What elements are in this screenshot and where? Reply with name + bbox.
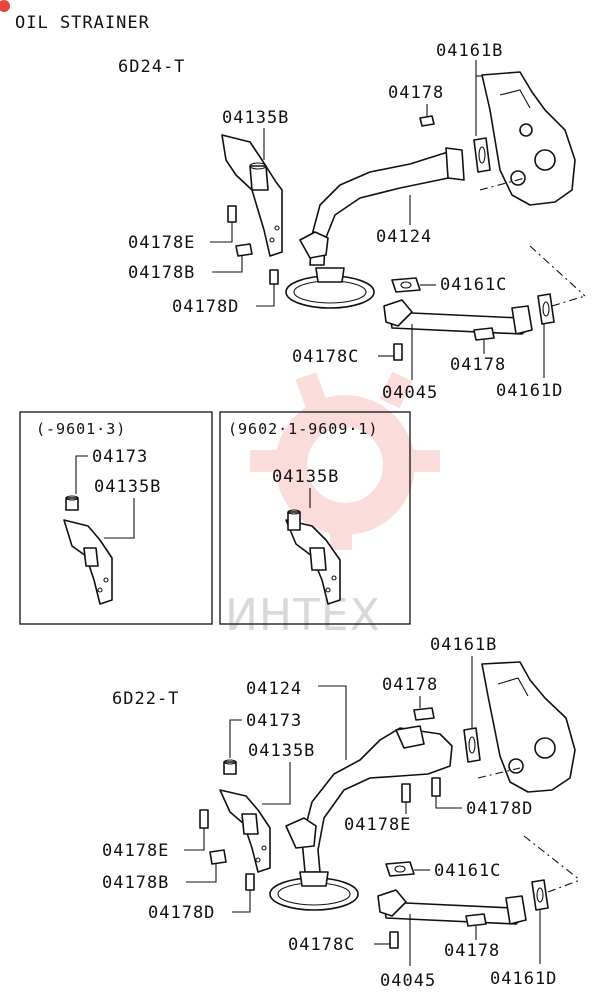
section-6d24t: 6D24-T 04161B 04178 04124 0413 <box>118 41 586 403</box>
bolt-04178c-bottom <box>389 931 399 949</box>
suction-pipe-04045-bottom <box>383 901 525 925</box>
bolt-04178-pipe-top <box>473 327 495 341</box>
label-04178b-bottom: 04178B <box>102 873 169 893</box>
model-label-6d24t: 6D24-T <box>118 57 185 77</box>
label-04178e-bottom: 04178E <box>102 841 169 861</box>
inset-box-right <box>219 411 411 625</box>
inset-left-range: (-9601·3) <box>36 420 126 438</box>
label-04178-pipe-top: 04178 <box>450 355 506 375</box>
label-04135b-inset-left: 04135B <box>94 477 161 497</box>
label-04178c-top: 04178C <box>292 347 359 367</box>
suction-pipe-04045-top <box>389 311 531 335</box>
watermark-text: ИНТЕХ <box>225 590 381 641</box>
inset-right-range: (9602·1-9609·1) <box>228 420 378 438</box>
inset-left: (-9601·3) 04173 04135B <box>36 420 161 605</box>
model-label-6d22t: 6D22-T <box>112 689 179 709</box>
bolt-04178-top <box>419 115 435 127</box>
label-04178e-top: 04178E <box>128 233 195 253</box>
gasket-04161b <box>473 137 491 173</box>
label-04135b-bottom: 04135B <box>248 741 315 761</box>
label-04161d-top: 04161D <box>496 381 563 401</box>
label-04161c-top: 04161C <box>440 275 507 295</box>
gasket-04161c-top <box>391 277 421 293</box>
cap-04173-bottom <box>223 761 237 775</box>
label-04173-bottom: 04173 <box>246 711 302 731</box>
inset-right: (9602·1-9609·1) 04135B <box>228 420 378 605</box>
label-04135b-inset-right: 04135B <box>272 467 339 487</box>
bolt-04178e-bottom <box>199 809 209 829</box>
bolt-04178b-bottom <box>209 849 227 865</box>
strainer-pipe-bottom <box>301 727 453 873</box>
label-04178e-mid-bottom: 04178E <box>344 815 411 835</box>
bolt-04178-pipe-bottom <box>465 913 487 927</box>
label-04135b-top: 04135B <box>222 108 289 128</box>
label-04178d-top: 04178D <box>172 297 239 317</box>
label-04124-bottom: 04124 <box>246 679 302 699</box>
label-04161d-bottom: 04161D <box>490 969 557 989</box>
page-title: OIL STRAINER <box>15 13 150 33</box>
label-04161b-bottom: 04161B <box>430 635 497 655</box>
label-04178d-bottom: 04178D <box>148 903 215 923</box>
gasket-04161d-top <box>537 293 555 325</box>
label-04045-top: 04045 <box>382 383 438 403</box>
label-04178d-mid-bottom: 04178D <box>466 799 533 819</box>
bracket-04135b-bottom <box>219 789 271 873</box>
bolt-04178d-top <box>269 269 279 285</box>
gasket-04161d-bottom <box>531 879 549 911</box>
label-04161b-top: 04161B <box>436 41 503 61</box>
bolt-04178d-bottom <box>245 873 255 891</box>
strainer-pipe <box>309 151 461 266</box>
bracket-04135b-inset-right <box>285 519 341 605</box>
label-04178-top: 04178 <box>388 83 444 103</box>
bolt-04178c-top <box>393 343 403 361</box>
gasket-04161c-bottom <box>385 861 415 877</box>
label-04161c-bottom: 04161C <box>434 861 501 881</box>
bolt-04178-top-bottom <box>413 707 435 721</box>
inset-box-left <box>19 411 213 625</box>
label-04173-inset: 04173 <box>92 447 148 467</box>
section-6d22t: 6D22-T 04161B 04178 04124 04173 04135B <box>102 635 581 991</box>
label-04178-top-bottom: 04178 <box>382 675 438 695</box>
label-04178c-bottom: 04178C <box>288 935 355 955</box>
label-04178b-top: 04178B <box>128 263 195 283</box>
bolt-04178b-top <box>235 243 253 257</box>
bracket-04135b-top <box>221 134 283 257</box>
gasket-04161b-bottom <box>463 727 481 763</box>
oil-pump-housing <box>481 71 576 206</box>
cap-04173-inset <box>65 497 79 511</box>
label-04124-top: 04124 <box>376 227 432 247</box>
bolt-04178e-top <box>227 205 237 223</box>
bolt-04178d-mid-bottom <box>431 777 441 797</box>
label-04045-bottom: 04045 <box>380 971 436 991</box>
label-04178-pipe-bottom: 04178 <box>444 941 500 961</box>
bolt-04178e-mid-bottom <box>401 783 411 803</box>
oil-pump-housing-bottom <box>481 661 576 793</box>
corner-mark-icon <box>0 0 10 12</box>
